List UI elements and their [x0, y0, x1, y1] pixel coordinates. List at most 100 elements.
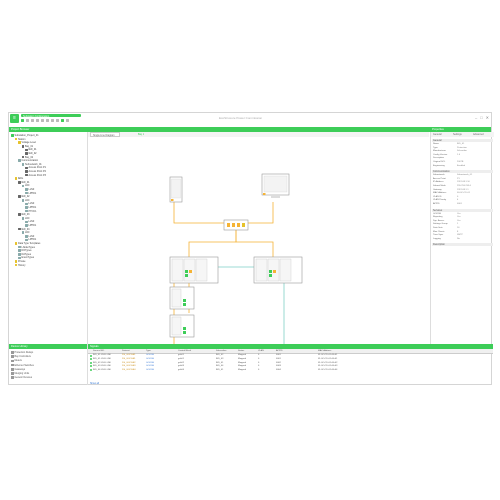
property-value[interactable]: 2007B	[457, 161, 464, 163]
new-icon[interactable]	[21, 119, 24, 122]
paste-icon[interactable]	[56, 119, 59, 122]
tree-item[interactable]: History	[14, 264, 25, 267]
column-header[interactable]: Type	[146, 349, 151, 352]
property-value[interactable]: Subnetwork_01	[457, 174, 473, 177]
property-row[interactable]: Dyn. Assoc.Yes	[433, 220, 493, 223]
column-header[interactable]: Dataset	[122, 349, 130, 352]
column-header[interactable]: Control Block	[178, 349, 192, 352]
tree-item[interactable]: EnumTypes	[18, 256, 34, 259]
open-icon[interactable]	[26, 119, 29, 122]
property-value[interactable]: P1	[457, 177, 460, 180]
column-header[interactable]: VLAN	[258, 349, 264, 352]
property-value[interactable]: 255.255.255.0	[457, 185, 471, 187]
export-icon[interactable]	[66, 119, 69, 122]
property-value[interactable]: 00-0C-CD-01	[457, 192, 471, 195]
tree-item[interactable]: PTOC1	[25, 210, 36, 213]
property-section-header[interactable]: Services	[432, 208, 493, 212]
property-value[interactable]: 1.0	[457, 153, 461, 156]
diagram-canvas[interactable]	[88, 137, 429, 357]
tree-item[interactable]: Communication	[18, 159, 38, 162]
tree-item[interactable]: Bay_02	[21, 156, 33, 159]
tree-item[interactable]: IED_03	[18, 213, 29, 216]
tree-item[interactable]: LPHD1	[25, 238, 36, 241]
property-value[interactable]: IED_01	[457, 143, 465, 145]
scada-workstation[interactable]	[261, 173, 290, 198]
maximize-icon[interactable]: □	[480, 115, 483, 120]
show-all-link[interactable]: Show all	[90, 382, 100, 385]
tree-item[interactable]: IED_01	[18, 181, 29, 184]
main-menu[interactable]: Substation Configuration	[21, 114, 81, 118]
tree-item[interactable]: Access Point P1	[25, 166, 46, 169]
ied-rack-left[interactable]	[169, 256, 219, 284]
tree-item[interactable]: LLN0	[25, 235, 34, 238]
property-section-header[interactable]: Communication	[432, 170, 493, 174]
tree-item[interactable]: IEDs	[14, 177, 23, 180]
property-value[interactable]: 0	[457, 195, 459, 198]
hmi-tablet-device[interactable]	[169, 176, 183, 203]
undo-icon[interactable]	[36, 119, 39, 122]
property-value[interactable]: Yes	[457, 212, 461, 215]
validate-icon[interactable]	[61, 119, 64, 122]
tree-item[interactable]: DATypes	[18, 253, 31, 256]
property-value[interactable]: 0001	[457, 203, 462, 205]
tab-single-line-diagram[interactable]: Single Line Diagram	[90, 132, 120, 137]
save-icon[interactable]	[31, 119, 34, 122]
tree-item[interactable]: LD0	[21, 231, 29, 234]
tree-item[interactable]: LLN0	[25, 202, 34, 205]
property-value[interactable]: 192.168.1.1	[457, 188, 469, 191]
tab-advanced[interactable]: Advanced	[473, 133, 484, 136]
tree-item[interactable]: Bay_01	[21, 145, 33, 148]
library-item[interactable]: Generic Devices	[11, 376, 32, 379]
tab-general[interactable]: General	[433, 133, 442, 136]
ethernet-switch[interactable]	[223, 219, 249, 231]
app-logo-icon[interactable]: ≡	[10, 114, 19, 123]
library-item[interactable]: Bay Controllers	[11, 355, 31, 358]
library-item[interactable]: Ethernet Switches	[11, 364, 34, 367]
tree-item[interactable]: Substation_Project_01	[11, 134, 39, 137]
tree-item[interactable]: Data Type Templates	[14, 242, 40, 245]
column-header[interactable]: APPID	[276, 349, 283, 352]
description-section-header[interactable]: Description	[432, 243, 493, 247]
library-item[interactable]: Meters	[11, 359, 22, 362]
tree-item[interactable]: Voltage Level	[18, 141, 36, 144]
tree-item[interactable]: IED_02	[18, 195, 29, 198]
tree-item[interactable]: LD0	[21, 199, 29, 202]
tree-item[interactable]: IED_04	[18, 228, 29, 231]
minimize-icon[interactable]: –	[474, 115, 478, 120]
tree-item[interactable]: LD0	[21, 217, 29, 220]
property-value[interactable]	[457, 157, 493, 160]
column-header[interactable]: Subscriber	[216, 349, 227, 352]
property-value[interactable]: 4	[457, 199, 459, 202]
tree-item[interactable]: Access Point P2	[25, 170, 46, 173]
tab-settings[interactable]: Settings	[453, 133, 462, 136]
library-item[interactable]: Protection Relays	[11, 351, 33, 354]
copy-icon[interactable]	[51, 119, 54, 122]
property-row[interactable]: Description	[433, 157, 493, 160]
tree-item[interactable]: LPHD1	[25, 192, 36, 195]
property-value[interactable]: SNTP	[457, 234, 463, 237]
property-value[interactable]: No	[457, 237, 460, 240]
